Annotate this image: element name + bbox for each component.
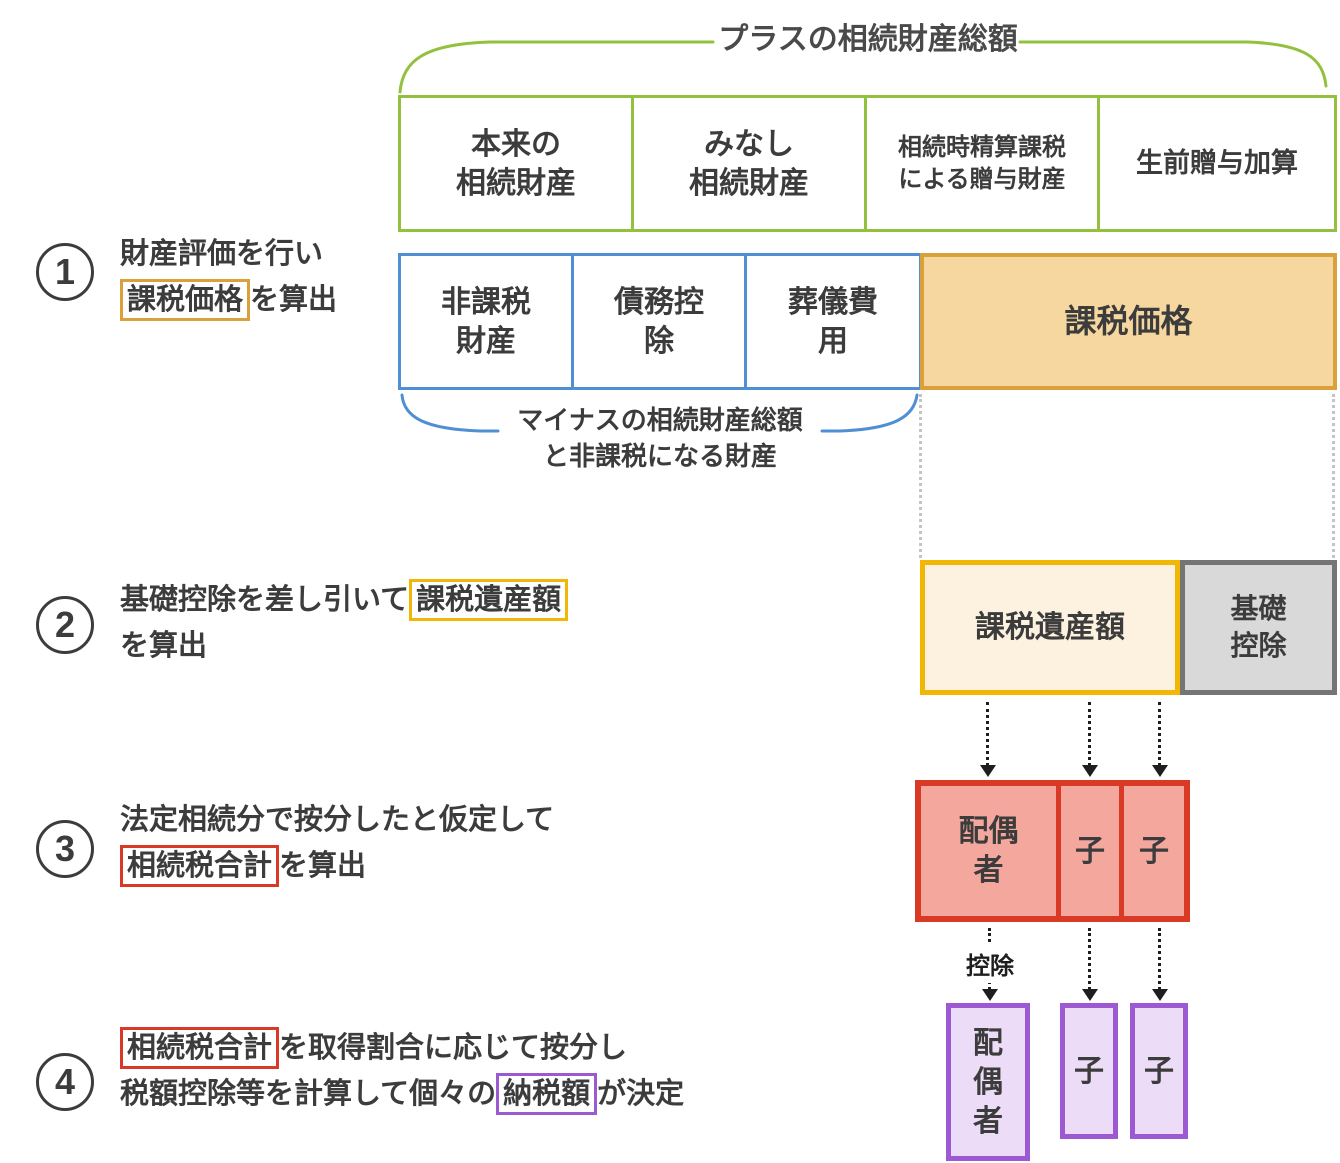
step3-text: 法定相続分で按分したと仮定して 相続税合計を算出 — [120, 798, 760, 890]
step3-highlight-total-tax: 相続税合計 — [120, 844, 280, 887]
step4-digit: 4 — [54, 1061, 76, 1102]
step1-line1: 財産評価を行い — [120, 238, 324, 270]
debt-deduction-box: 債務控 除 — [571, 253, 747, 390]
final-child1-box: 子 — [1060, 1003, 1118, 1139]
final-child1-label: 子 — [1074, 1054, 1104, 1088]
statutory-child1-cell: 子 — [1056, 786, 1119, 916]
step2-digit: 2 — [54, 604, 76, 645]
step2-text: 基礎控除を差し引いて課税遺産額 を算出 — [120, 578, 760, 670]
statutory-child2-cell: 子 — [1119, 786, 1184, 916]
deemed-inheritance-assets-box: みなし 相続財産 — [631, 95, 867, 232]
step4-line2-pre: 税額控除等を計算して個々の — [120, 1077, 497, 1110]
deduction-label: 控除 — [952, 944, 1028, 983]
deemed-inheritance-assets-label: みなし 相続財産 — [689, 127, 809, 200]
arrow-child2-to-final — [1152, 928, 1168, 1001]
statutory-child2-label: 子 — [1139, 834, 1169, 868]
nontaxable-assets-label: 非課税 財産 — [441, 285, 531, 358]
step1-digit: 1 — [54, 251, 76, 292]
step4-highlight-total-tax: 相続税合計 — [120, 1027, 280, 1069]
basic-deduction-box: 基礎 控除 — [1180, 560, 1337, 695]
settlement-taxation-gift-assets-label: 相続時精算課税 による贈与財産 — [898, 134, 1066, 193]
step3-line1: 法定相続分で按分したと仮定して — [120, 804, 555, 836]
step4-text: 相続税合計を取得割合に応じて按分し 税額控除等を計算して個々の納税額が決定 — [120, 1026, 900, 1118]
nontaxable-assets-box: 非課税 財産 — [398, 253, 574, 390]
settlement-taxation-gift-assets-box: 相続時精算課税 による贈与財産 — [864, 95, 1100, 232]
arrow-estate-to-child1 — [1082, 702, 1098, 777]
arrow-estate-to-spouse — [980, 702, 996, 777]
final-child2-box: 子 — [1130, 1003, 1188, 1139]
step4-line2-end: が決定 — [597, 1077, 685, 1110]
taxable-price-right-connector — [1332, 394, 1335, 558]
step1-number: 1 — [36, 243, 94, 301]
arrow-child1-to-final — [1082, 928, 1098, 1001]
plus-assets-total-label: プラスの相続財産総額 — [718, 23, 1018, 56]
step2-highlight-taxable-estate: 課税遺産額 — [409, 579, 569, 621]
final-spouse-box: 配 偶 者 — [946, 1003, 1030, 1161]
taxable-estate-box: 課税遺産額 — [920, 560, 1180, 695]
funeral-expenses-box: 葬儀費 用 — [744, 253, 922, 390]
step2-line2: を算出 — [120, 629, 208, 662]
step4-mid: を取得割合に応じて按分し — [279, 1032, 628, 1064]
lifetime-gift-addition-label: 生前贈与加算 — [1136, 147, 1298, 178]
original-inheritance-assets-label: 本来の 相続財産 — [456, 127, 576, 200]
taxable-price-box: 課税価格 — [920, 253, 1337, 390]
step1-highlight-taxable-price: 課税価格 — [120, 278, 251, 321]
taxable-price-left-connector — [919, 394, 922, 558]
debt-deduction-label: 債務控 除 — [614, 285, 704, 358]
minus-assets-total-label-line1: マイナスの相続財産総額 — [517, 405, 803, 435]
basic-deduction-label: 基礎 控除 — [1230, 593, 1287, 661]
minus-assets-brace — [400, 393, 919, 433]
step2-number: 2 — [36, 596, 94, 654]
original-inheritance-assets-box: 本来の 相続財産 — [398, 95, 634, 232]
taxable-price-label: 課税価格 — [1064, 302, 1193, 339]
final-child2-label: 子 — [1144, 1054, 1174, 1088]
step1-after: を算出 — [250, 283, 338, 316]
step4-number: 4 — [36, 1053, 94, 1111]
step4-highlight-tax-due: 納税額 — [496, 1072, 598, 1115]
funeral-expenses-label: 葬儀費 用 — [788, 285, 878, 358]
step3-after: を算出 — [279, 849, 367, 882]
minus-assets-total-label-line2: と非課税になる財産 — [542, 441, 777, 471]
statutory-child1-label: 子 — [1075, 834, 1105, 868]
step2-pre: 基礎控除を差し引いて — [120, 584, 410, 616]
lifetime-gift-addition-box: 生前贈与加算 — [1097, 95, 1337, 232]
taxable-estate-label: 課税遺産額 — [975, 611, 1125, 644]
step3-digit: 3 — [54, 828, 76, 869]
step1-text: 財産評価を行い 課税価格を算出 — [120, 232, 540, 324]
statutory-spouse-cell: 配偶 者 — [921, 786, 1056, 916]
statutory-spouse-label: 配偶 者 — [958, 815, 1019, 887]
statutory-heirs-group: 配偶 者 子 子 — [915, 780, 1190, 922]
step3-number: 3 — [36, 820, 94, 878]
plus-assets-brace — [398, 40, 1328, 94]
arrow-estate-to-child2 — [1152, 702, 1168, 777]
final-spouse-label: 配 偶 者 — [973, 1026, 1003, 1138]
